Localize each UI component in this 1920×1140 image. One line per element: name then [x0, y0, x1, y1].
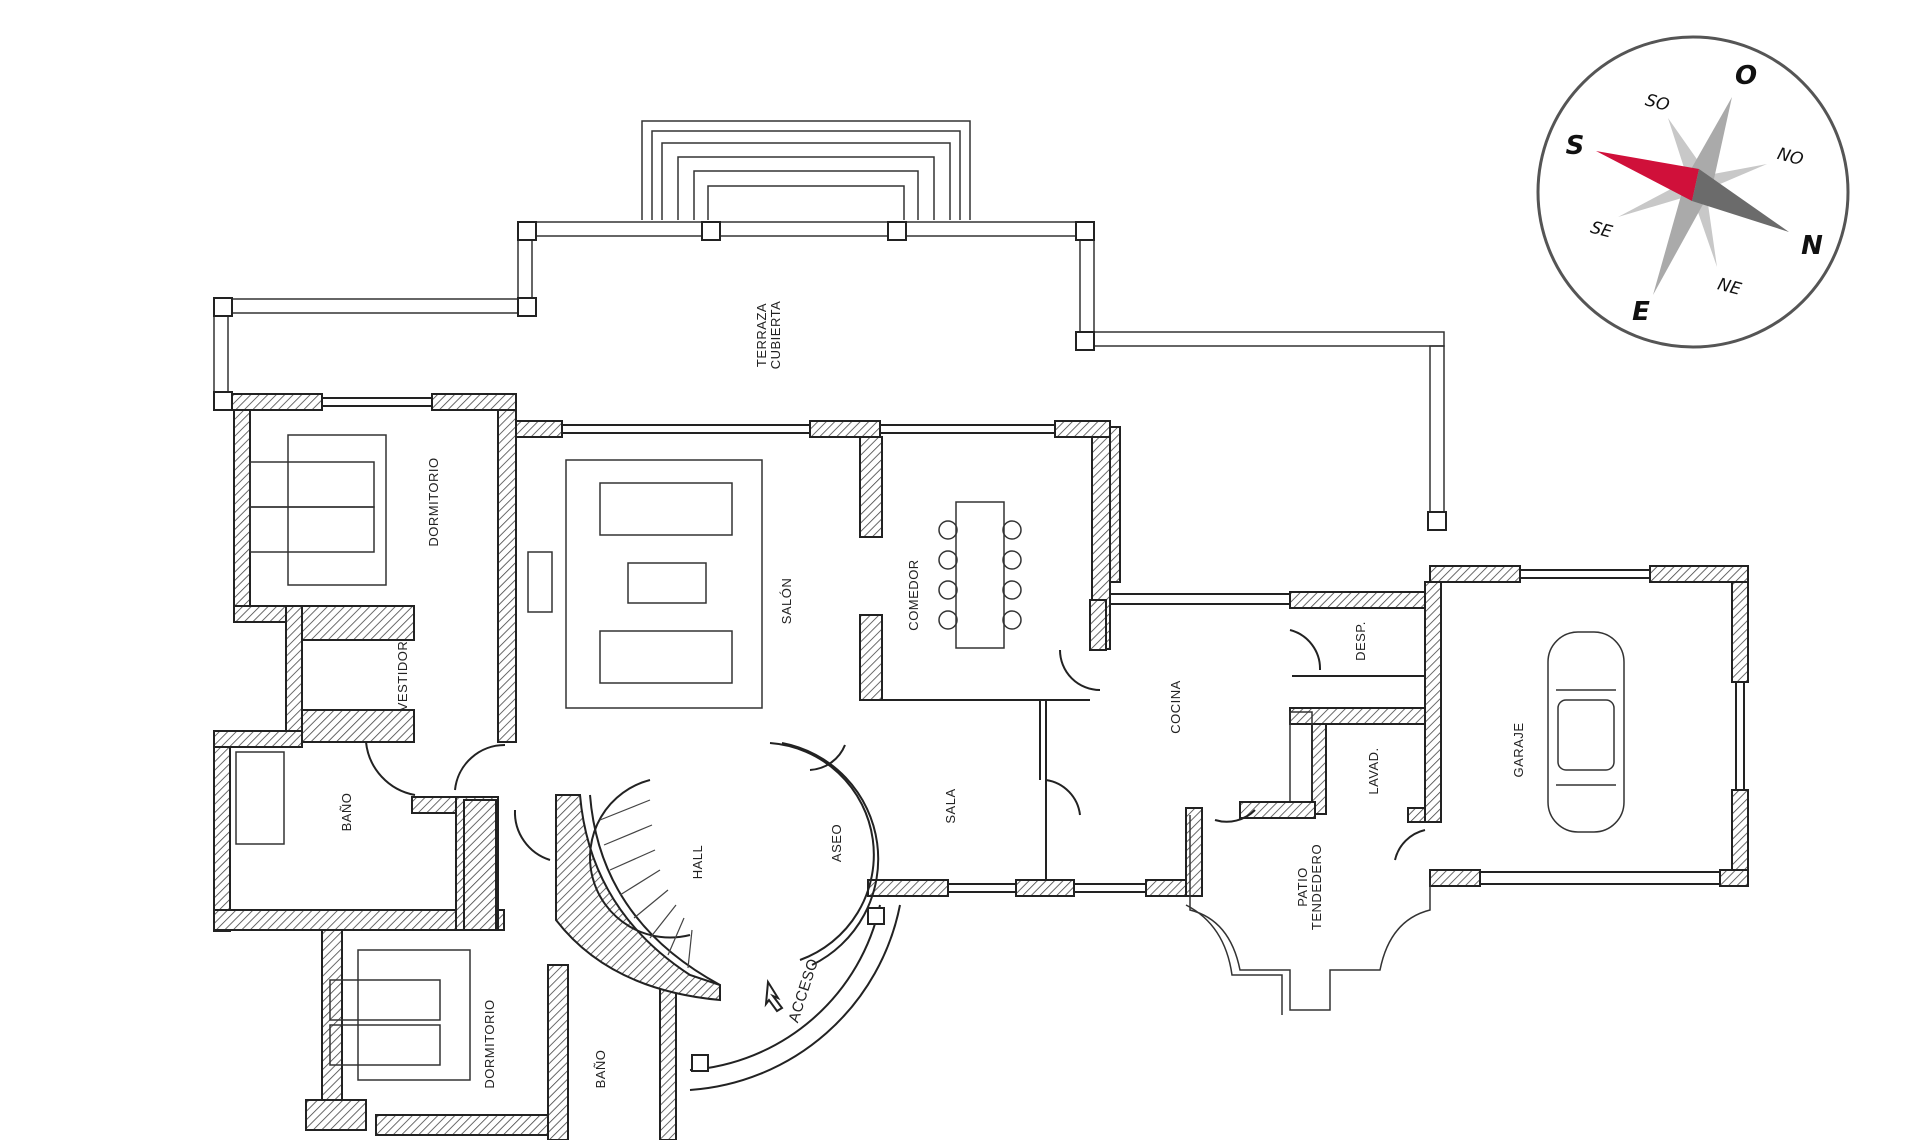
label-cocina: COCINA: [1168, 680, 1183, 734]
label-desp: DESP.: [1353, 621, 1368, 661]
compass-needle-south: [1596, 151, 1699, 201]
car-icon: [1547, 631, 1625, 833]
label-sala: SALA: [943, 788, 958, 823]
label-salon: SALÓN: [779, 578, 794, 625]
label-garaje: GARAJE: [1511, 722, 1526, 777]
room-labels: TERRAZACUBIERTA DORMITORIO VESTIDOR SALÓ…: [339, 301, 1526, 1089]
label-comedor: COMEDOR: [906, 559, 921, 630]
label-lavad: LAVAD.: [1366, 747, 1381, 794]
label-patio: PATIOTENDEDERO: [1295, 844, 1324, 930]
label-terraza: TERRAZACUBIERTA: [754, 301, 783, 370]
entrance-arrow-icon: [764, 978, 784, 1013]
svg-text:E: E: [1632, 297, 1650, 327]
furniture: [235, 434, 1625, 1081]
label-bano-left: BAÑO: [339, 793, 354, 832]
label-vestidor: VESTIDOR: [395, 641, 410, 711]
patio-outline: [1189, 815, 1431, 1011]
doors: [365, 629, 1426, 861]
walls: [213, 393, 1749, 1140]
terrace-pergola: [213, 221, 1447, 531]
label-bano-bottom: BAÑO: [593, 1050, 608, 1089]
compass-needle-north: [1692, 169, 1789, 232]
label-hall: HALL: [690, 845, 705, 880]
svg-text:S: S: [1566, 131, 1585, 161]
label-aseo: ASEO: [829, 824, 844, 862]
hall-stairs: [588, 742, 901, 1091]
svg-text:N: N: [1801, 231, 1823, 261]
label-dormitorio-top: DORMITORIO: [426, 457, 441, 546]
label-dormitorio-bottom: DORMITORIO: [482, 999, 497, 1088]
svg-text:O: O: [1735, 61, 1757, 91]
terrace-steps: [641, 120, 971, 220]
compass-rose-icon: O S N E SO NO SE NE: [1536, 35, 1850, 349]
